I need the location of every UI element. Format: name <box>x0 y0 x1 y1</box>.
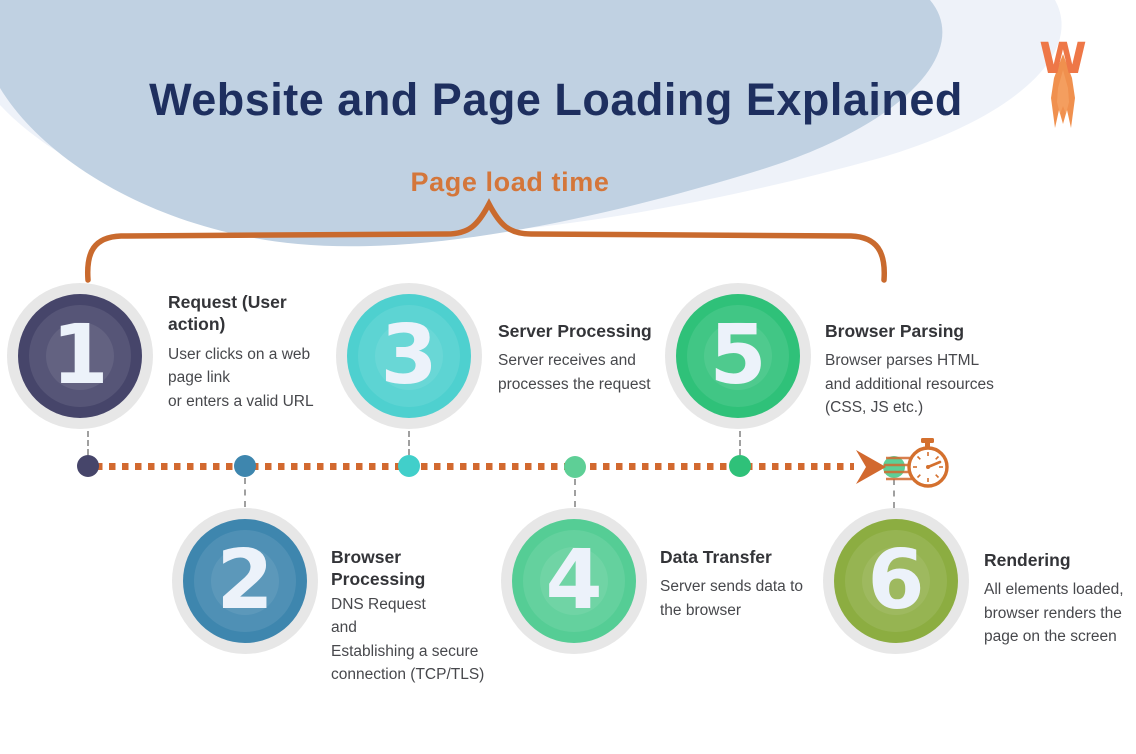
logo-letter: W <box>1039 40 1086 84</box>
step-text-5: Browser Parsing Browser parses HTML and … <box>825 320 1015 420</box>
timeline-dot-5 <box>729 455 751 477</box>
step-description-1: User clicks on a web page link or enters… <box>168 345 314 410</box>
connector-step-2 <box>244 478 246 507</box>
step-circle-5: 5 <box>665 283 811 429</box>
step-title-1: Request (User action) <box>168 292 287 335</box>
step-description-5: Browser parses HTML and additional resou… <box>825 352 994 417</box>
step-title-5: Browser Parsing <box>825 321 965 341</box>
step-description-3: Server receives and processes the reques… <box>498 352 651 393</box>
connector-step-4 <box>574 479 576 507</box>
step-description-6: All elements loaded, browser renders the… <box>984 581 1124 646</box>
step-circle-3: 3 <box>336 283 482 429</box>
connector-step-5 <box>739 431 741 455</box>
timeline-dot-2 <box>234 455 256 477</box>
step-number-3: 3 <box>380 308 438 403</box>
timeline-dot-4 <box>564 456 586 478</box>
step-circle-4: 4 <box>501 508 647 654</box>
step-number-4: 4 <box>545 533 603 628</box>
step-number-1: 1 <box>51 308 109 403</box>
page-load-time-label: Page load time <box>410 167 610 197</box>
step-number-6: 6 <box>867 533 925 628</box>
step-number-5: 5 <box>709 308 767 403</box>
step-number-2: 2 <box>216 533 274 628</box>
step-circle-1: 1 <box>7 283 153 429</box>
step-circle-6: 6 <box>823 508 969 654</box>
step-text-1: Request (User action) User clicks on a w… <box>168 291 323 413</box>
timeline-dotted-line <box>96 463 854 470</box>
step-text-4: Data Transfer Server sends data to the b… <box>660 546 825 622</box>
timeline-dot-1 <box>77 455 99 477</box>
connector-step-6 <box>893 479 895 508</box>
page-title: Website and Page Loading Explained <box>149 74 963 125</box>
step-description-2: DNS Request and Establishing a secure co… <box>331 595 485 684</box>
step-circle-2: 2 <box>172 508 318 654</box>
step-title-3: Server Processing <box>498 321 652 341</box>
timeline-dot-6 <box>883 456 905 478</box>
step-title-4: Data Transfer <box>660 547 772 567</box>
connector-step-3 <box>408 431 410 455</box>
step-text-3: Server Processing Server receives and pr… <box>498 320 678 396</box>
connector-step-1 <box>87 431 89 455</box>
wp-rocket-logo-icon: W <box>1039 40 1087 128</box>
step-title-2: Browser Processing <box>331 547 426 590</box>
timeline-dot-3 <box>398 455 420 477</box>
step-title-6: Rendering <box>984 550 1071 570</box>
step-text-6: Rendering All elements loaded, browser r… <box>984 549 1136 649</box>
step-description-4: Server sends data to the browser <box>660 578 804 619</box>
step-text-2: Browser Processing DNS Request and Estab… <box>331 546 496 687</box>
